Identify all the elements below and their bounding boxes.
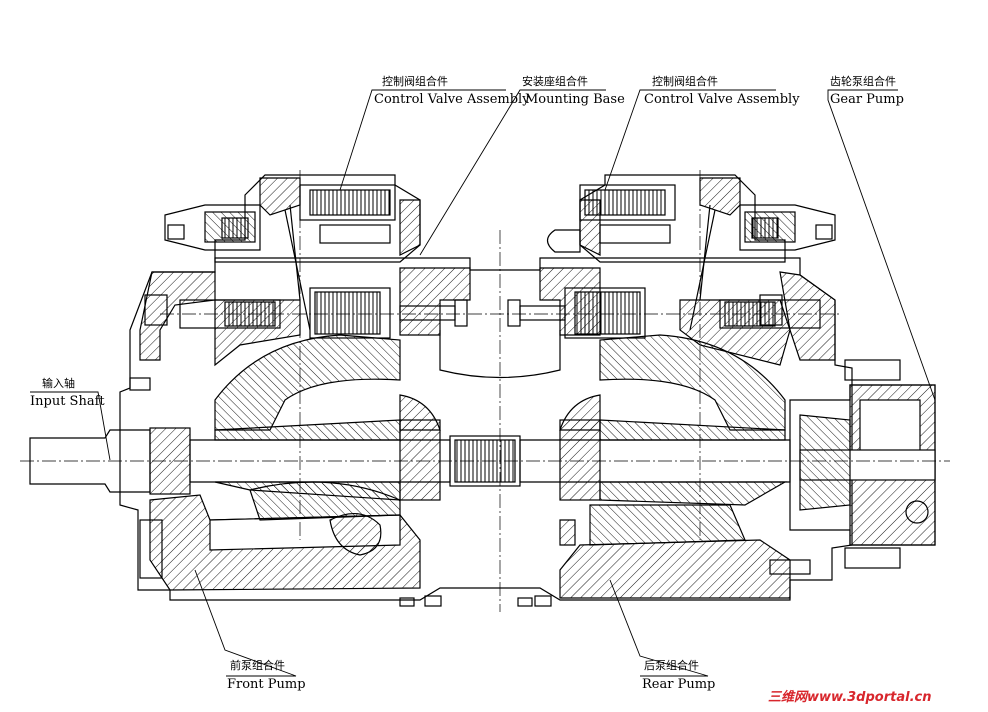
rear-feedback-link2 bbox=[689, 209, 716, 331]
front-feedback-link2 bbox=[284, 209, 311, 331]
rear-feedback-link bbox=[699, 204, 711, 301]
control-valve-left-en: Control Valve Assembly bbox=[374, 92, 530, 107]
gear-pump-bolt-top bbox=[844, 359, 901, 381]
mounting-base-wall-left bbox=[399, 267, 471, 336]
front-housing-wall bbox=[139, 271, 216, 361]
rear-lower-plug bbox=[769, 559, 811, 575]
drain-plug-right bbox=[534, 595, 552, 607]
leader-control-valve-left bbox=[339, 89, 506, 191]
input-shaft-cn: 输入轴 bbox=[42, 377, 75, 390]
rear-pump-cn: 后泵组合件 bbox=[644, 659, 699, 672]
leader-mounting-base bbox=[419, 89, 606, 256]
control-valve-right-cn: 控制阀组合件 bbox=[652, 75, 718, 88]
front-valve-plate bbox=[399, 419, 441, 501]
rear-boss bbox=[559, 519, 576, 546]
rear-lower-housing bbox=[559, 539, 791, 599]
front-pump-cn: 前泵组合件 bbox=[230, 659, 285, 672]
control-valve-left-cn: 控制阀组合件 bbox=[382, 75, 448, 88]
drain-plug-left bbox=[424, 595, 442, 607]
drain-plug-right2 bbox=[517, 597, 533, 607]
leader-gear-pump bbox=[827, 89, 936, 401]
drain-plug-left2 bbox=[399, 597, 415, 607]
control-valve-left-aux-spring bbox=[221, 217, 249, 239]
control-valve-right-aux-spring bbox=[751, 217, 779, 239]
front-plug bbox=[129, 377, 151, 391]
gear-pump-port bbox=[905, 500, 929, 524]
rear-valve-plate bbox=[559, 419, 601, 501]
rear-servo-rod bbox=[519, 305, 566, 321]
mounting-base-en: Mounting Base bbox=[525, 92, 625, 107]
control-valve-right-spring bbox=[584, 189, 666, 216]
input-shaft-en: Input Shaft bbox=[30, 394, 105, 409]
rear-servo-nut bbox=[507, 299, 521, 327]
front-servo-nut bbox=[454, 299, 468, 327]
front-feedback-link bbox=[289, 204, 301, 301]
leader-rear-pump bbox=[609, 579, 709, 677]
mounting-base-cn: 安装座组合件 bbox=[522, 75, 588, 88]
front-swash-plate bbox=[214, 334, 401, 431]
rear-swash-plate bbox=[599, 334, 786, 431]
front-servo-cylinder bbox=[309, 287, 391, 339]
rear-cylinder-lower bbox=[589, 504, 746, 546]
front-boss bbox=[329, 513, 382, 556]
control-valve-right-knob bbox=[546, 229, 581, 253]
control-valve-right-spool bbox=[579, 184, 676, 221]
rear-pump-en: Rear Pump bbox=[642, 677, 716, 692]
gear-pump-en: Gear Pump bbox=[830, 92, 904, 107]
control-valve-left-plug bbox=[167, 224, 185, 240]
rear-cylinder-mid bbox=[599, 481, 788, 506]
control-valve-right-plug bbox=[815, 224, 833, 240]
leader-control-valve-right bbox=[604, 89, 776, 191]
control-valve-left-cap bbox=[259, 177, 301, 216]
control-valve-left-spring bbox=[309, 189, 391, 216]
control-valve-right-spool2 bbox=[599, 224, 671, 244]
control-valve-left-aux bbox=[164, 204, 261, 251]
rear-cover-bolt bbox=[759, 294, 783, 326]
watermark: 三维网www.3dportal.cn bbox=[768, 690, 932, 705]
front-pump-en: Front Pump bbox=[227, 677, 306, 692]
front-lower-bolt bbox=[139, 519, 163, 579]
front-servo-disc-pack bbox=[314, 291, 381, 335]
gear-pump-cn: 齿轮泵组合件 bbox=[830, 75, 896, 88]
leader-input-shaft bbox=[30, 391, 111, 461]
leader-front-pump bbox=[194, 569, 297, 677]
front-cover-bolt bbox=[144, 294, 168, 326]
control-valve-right-en: Control Valve Assembly bbox=[644, 92, 800, 107]
rear-housing-wall bbox=[779, 271, 836, 361]
control-valve-left-end bbox=[399, 199, 421, 256]
rear-servo-disc-pack bbox=[574, 291, 641, 335]
gear-pump-bolt-bottom bbox=[844, 547, 901, 569]
gear-pump-adapter bbox=[799, 414, 851, 511]
control-valve-right-cap bbox=[699, 177, 741, 216]
control-valve-right-aux bbox=[739, 204, 836, 251]
control-valve-left-spool2 bbox=[319, 224, 391, 244]
central-bridge bbox=[439, 330, 561, 379]
